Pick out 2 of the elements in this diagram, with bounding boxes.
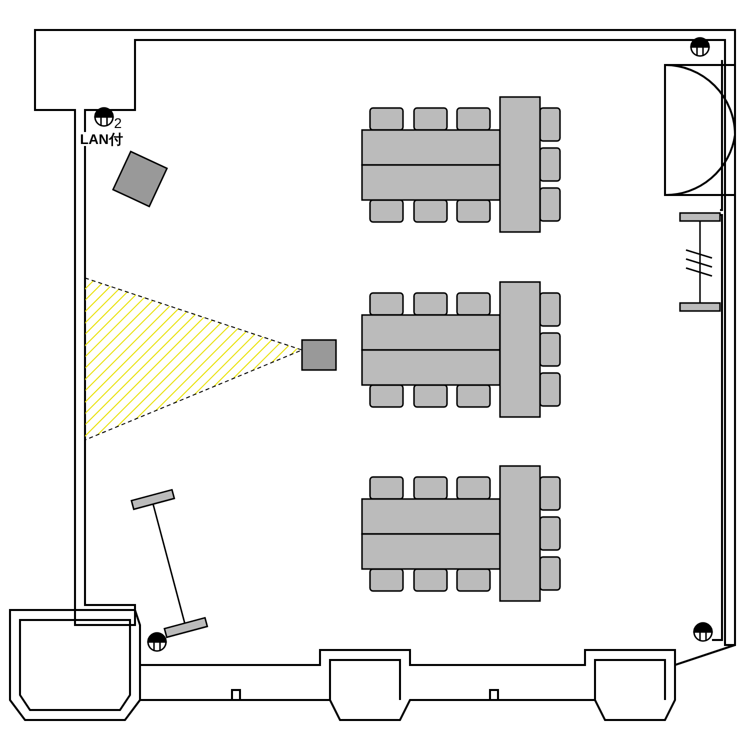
outlet-count: 2 — [114, 116, 122, 130]
outlet-note: LAN付 — [80, 132, 123, 146]
